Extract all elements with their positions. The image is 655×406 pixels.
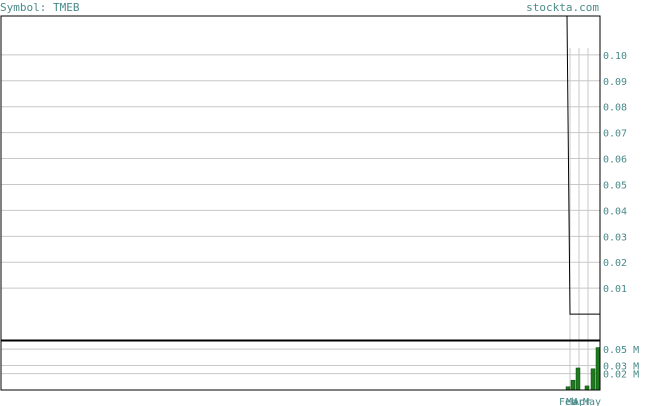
volume-bar [575, 367, 581, 391]
price-gridlines [1, 54, 600, 289]
site-watermark: stockta.com [526, 1, 599, 14]
price-tick-label: 0.02 [603, 258, 627, 269]
price-tick-label: 0.08 [603, 103, 627, 114]
volume-bar [584, 385, 590, 391]
volume-bar [570, 379, 576, 391]
price-line [566, 15, 600, 315]
price-tick-label: 0.06 [603, 155, 627, 166]
date-label: May [583, 397, 601, 406]
date-label: Apr [573, 397, 591, 406]
price-tick-label: 0.03 [603, 232, 627, 243]
volume-axis-ticks: 0.02 M0.03 M 0.05 M [603, 345, 639, 381]
price-tick-label: 0.10 [603, 51, 627, 62]
price-axis-ticks: 0.01 0.02 0.03 0.04 0.05 0.06 0.07 0.08 0.09 0.10 [603, 51, 627, 295]
symbol-label: Symbol: TMEB [0, 1, 80, 14]
price-tick-label: 0.04 [603, 206, 627, 217]
volume-bar [590, 368, 596, 391]
price-panel-frame [0, 15, 601, 341]
price-tick-label: 0.05 [603, 180, 627, 191]
price-tick-label: 0.01 [603, 284, 627, 295]
volume-tick-label: 0.03 M [603, 362, 639, 373]
volume-tick-label: 0.05 M [603, 345, 639, 356]
volume-bar [595, 347, 601, 391]
volume-panel-frame [0, 340, 601, 391]
volume-gridlines [1, 348, 600, 375]
price-tick-label: 0.07 [603, 129, 627, 140]
price-tick-label: 0.09 [603, 77, 627, 88]
date-label: Feb [559, 397, 577, 406]
date-label: Mar [566, 397, 584, 406]
volume-tick-label: 0.02 M [603, 370, 639, 381]
